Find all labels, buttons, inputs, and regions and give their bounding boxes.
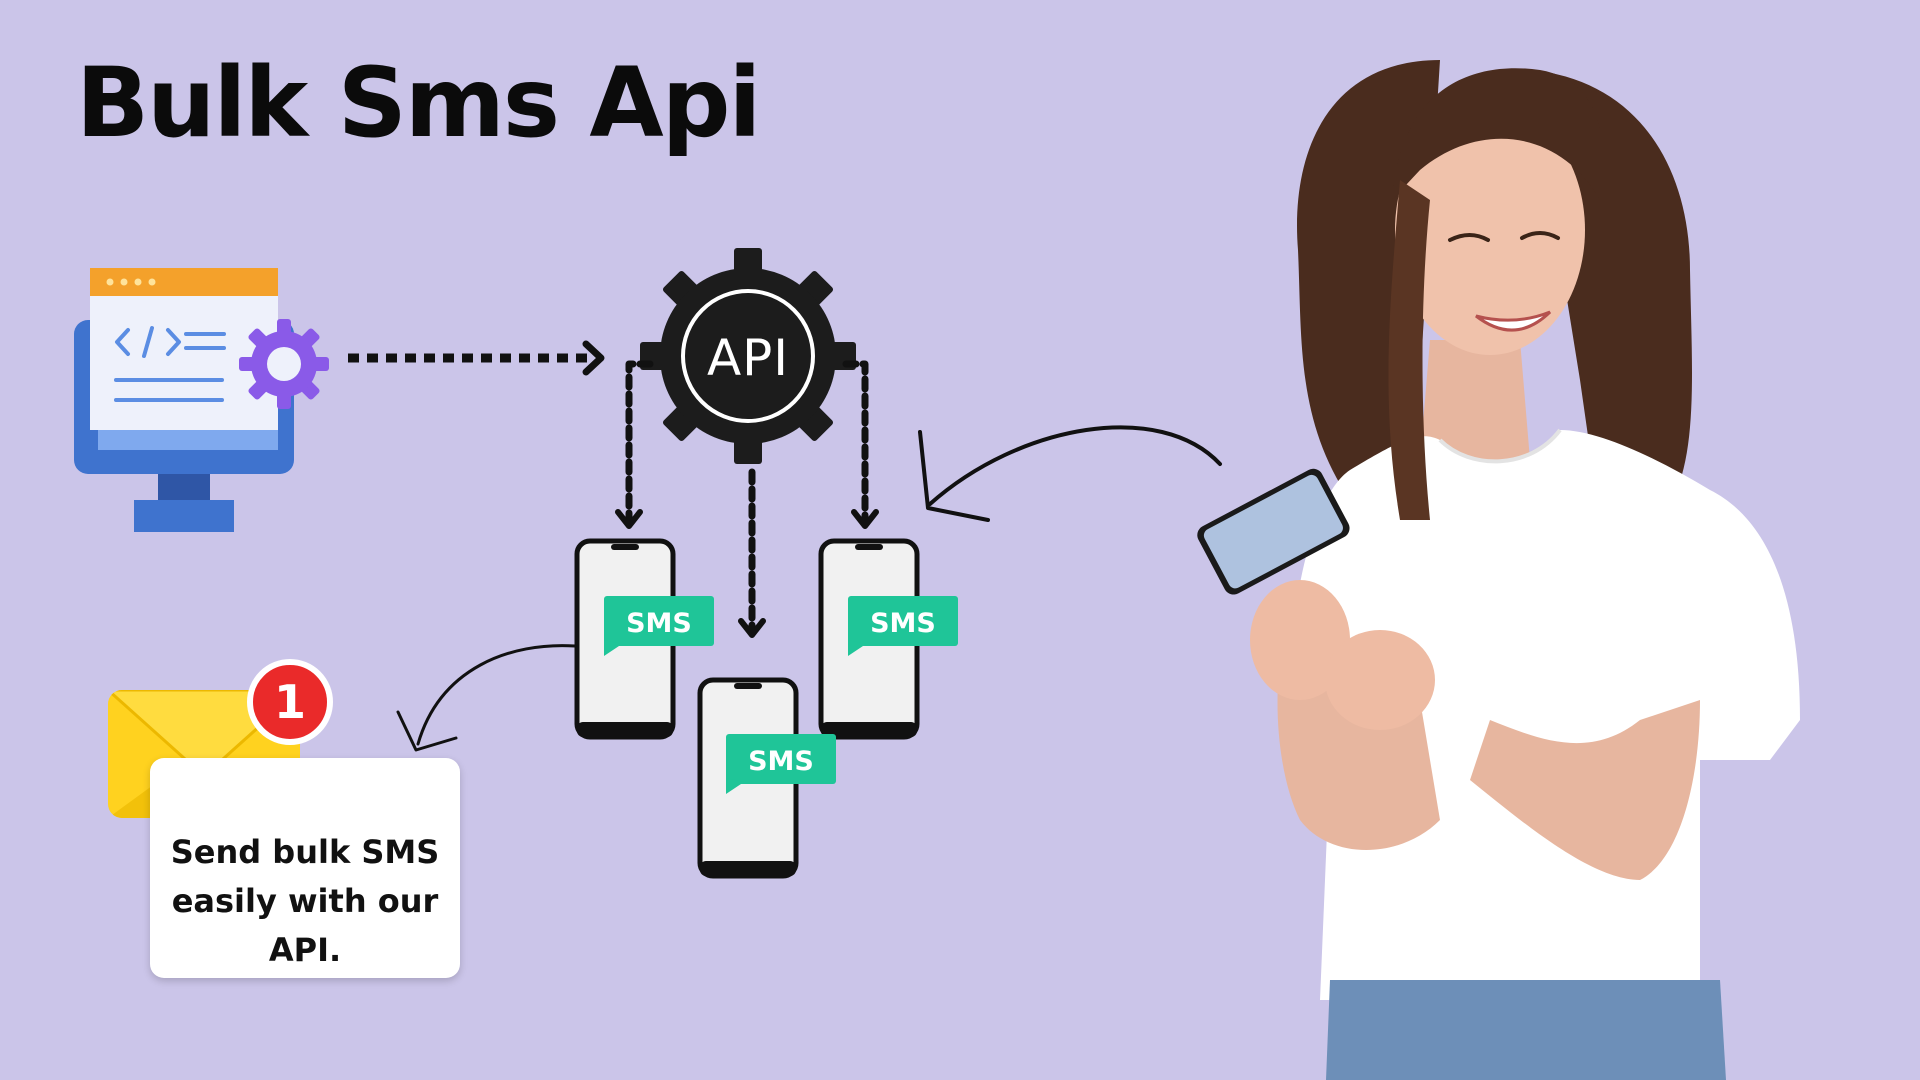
gear-icon [239, 319, 329, 409]
api-label: API [707, 329, 789, 387]
notification-message: Send bulk SMS easily with our API. [170, 833, 440, 969]
dotted-arrows-to-phones [615, 360, 879, 638]
curved-arrow-to-notification [396, 644, 577, 752]
page-title: Bulk Sms Api [76, 47, 761, 159]
computer-code-icon [74, 268, 294, 532]
phone-center: SMS [697, 677, 836, 879]
phone-left: SMS [574, 538, 714, 740]
sms-bubble-label: SMS [626, 608, 692, 639]
sms-bubble-label: SMS [870, 608, 936, 639]
sms-bubble-label: SMS [748, 746, 814, 777]
curved-arrow-from-user [918, 425, 1222, 522]
dotted-arrow-to-api [348, 340, 605, 376]
notification-card [150, 758, 460, 978]
woman-with-phone-illustration [1197, 60, 1800, 1080]
notification-badge: 1 [247, 659, 333, 745]
badge-count: 1 [274, 675, 306, 729]
api-gear-icon: API [640, 248, 856, 464]
phone-right: SMS [818, 538, 958, 740]
